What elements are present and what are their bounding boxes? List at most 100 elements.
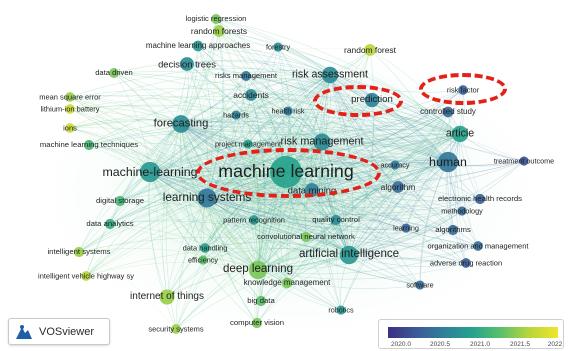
network-link [257,133,461,271]
network-link [206,197,342,311]
network-link [250,74,331,96]
network-link [206,197,481,216]
network-link [109,219,307,238]
keyword-node[interactable] [139,161,161,183]
keyword-node[interactable] [321,66,339,84]
network-link [305,161,449,238]
keyword-node[interactable] [401,223,411,233]
network-link [206,197,350,256]
keyword-node[interactable] [451,125,469,143]
network-link [149,171,421,286]
network-link [206,197,350,256]
keyword-node[interactable] [300,231,312,243]
network-link [180,123,259,271]
keyword-node[interactable] [255,295,267,307]
keyword-node[interactable] [251,317,263,329]
network-link [180,123,288,284]
keyword-node[interactable] [171,324,181,334]
network-link [405,133,461,229]
keyword-node[interactable] [415,280,425,290]
keyword-node[interactable] [243,139,253,149]
keyword-node[interactable] [172,115,190,133]
network-link [175,133,461,330]
keyword-node[interactable] [192,40,204,52]
network-link [186,43,279,65]
network-link [180,123,342,311]
network-link [175,18,217,330]
highlight-ring-machine-learning [196,148,381,198]
keyword-node[interactable] [65,123,75,133]
network-link [286,161,449,284]
keyword-node[interactable] [392,181,404,193]
network-link [206,197,467,264]
network-link [69,74,331,129]
keyword-node[interactable] [213,25,225,37]
network-link [113,72,151,173]
network-link [119,111,449,202]
keyword-node[interactable] [104,218,116,230]
network-link [348,210,463,256]
keyword-node[interactable] [390,160,400,170]
keyword-node[interactable] [473,241,483,251]
keyword-node[interactable] [273,42,283,52]
highlight-ring-prediction [313,85,403,117]
network-link [218,30,260,271]
keyword-node[interactable] [283,106,293,116]
keyword-node[interactable] [442,106,454,118]
keyword-node[interactable] [180,57,194,71]
keyword-node[interactable] [447,224,459,236]
keyword-node[interactable] [313,133,331,151]
network-link [69,96,208,199]
network-link [447,111,481,200]
network-link [206,160,525,204]
network-link [149,171,258,324]
network-link [119,123,182,202]
keyword-node[interactable] [73,246,85,258]
network-link [257,111,449,271]
keyword-node[interactable] [474,193,486,205]
keyword-node[interactable] [81,271,91,281]
keyword-node[interactable] [231,110,241,120]
network-link [148,171,168,298]
network-link [348,89,464,256]
network-link [206,197,407,230]
network-link [69,95,323,143]
network-link [206,197,454,234]
keyword-node[interactable] [241,71,251,81]
keyword-node[interactable] [437,151,459,173]
keyword-node[interactable] [198,255,208,265]
network-link [257,161,449,271]
keyword-node[interactable] [249,215,259,225]
network-link [78,197,208,253]
network-link [180,123,206,249]
keyword-node[interactable] [248,260,268,280]
keyword-node[interactable] [65,92,75,102]
network-link [149,114,237,173]
network-link [113,47,371,74]
keyword-node[interactable] [159,289,175,305]
keyword-node[interactable] [65,104,75,114]
keyword-node[interactable] [109,68,119,78]
keyword-node[interactable] [330,214,342,226]
network-link [162,123,182,298]
keyword-node[interactable] [461,258,471,268]
keyword-node[interactable] [197,188,217,208]
network-link [69,71,331,110]
keyword-node[interactable] [281,277,293,289]
network-link [277,46,461,135]
network-link [335,161,449,221]
keyword-node[interactable] [336,305,346,315]
keyword-node[interactable] [83,139,95,151]
keyword-node[interactable] [364,44,376,56]
keyword-node[interactable] [457,206,467,216]
keyword-node[interactable] [519,156,529,166]
keyword-node[interactable] [245,89,257,101]
network-link [321,133,461,148]
keyword-node[interactable] [211,14,221,24]
network-link [180,123,467,264]
keyword-node[interactable] [114,195,126,207]
keyword-node[interactable] [339,245,359,265]
network-link [321,111,449,143]
network-link [321,128,461,143]
keyword-node[interactable] [200,243,210,253]
